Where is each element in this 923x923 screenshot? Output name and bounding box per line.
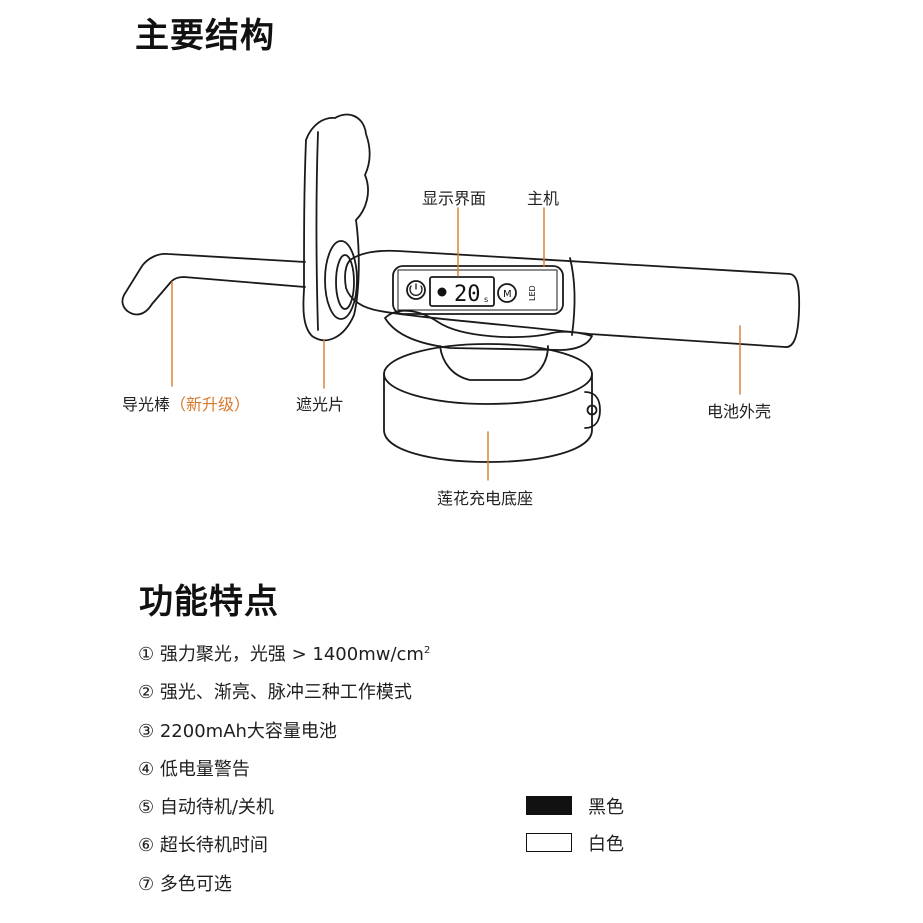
feature-item: ③ 2200mAh大容量电池 [138,720,337,742]
curing-light-diagram: 20 s M LED [121,113,801,481]
color-label-black: 黑色 [588,796,624,818]
label-light-guide-note: （新升级） [170,395,251,414]
structure-title: 主要结构 [135,16,275,56]
feature-list: ① 强力聚光，光强 > 1400mw/cm2 ② 强光、渐亮、脉冲三种工作模式 … [138,640,430,908]
lcd-screen [429,276,495,307]
color-options: 黑色 白色 [526,787,624,861]
color-label-white: 白色 [588,833,624,855]
feature-item: ⑤ 自动待机/关机 [138,797,274,819]
label-display: 显示界面 [422,189,487,208]
mode-key-label: M [503,289,512,300]
charging-base-top [383,343,593,405]
label-main-unit: 主机 [527,189,560,208]
lcd-value: 20 [454,282,481,307]
color-option-white: 白色 [526,824,624,861]
light-guide-rod [121,253,306,316]
features-title: 功能特点 [139,582,279,622]
color-swatch-black [526,796,572,815]
feature-item: ① 强力聚光，光强 > 1400mw/cm2 [138,644,431,665]
feature-item: ⑥ 超长待机时间 [138,835,268,857]
feature-superscript: 2 [423,645,431,656]
mode-button-icon [497,283,517,303]
feature-item: ② 强光、渐亮、脉冲三种工作模式 [138,682,412,704]
shield-ring [324,240,358,320]
power-button-icon [406,280,426,300]
base-neck [439,345,549,381]
light-shield [302,113,371,342]
label-light-shield: 遮光片 [296,395,345,414]
label-battery-shell: 电池外壳 [707,402,772,421]
led-label: LED [528,285,537,301]
label-charging-base: 莲花充电底座 [437,489,534,508]
label-light-guide-text: 导光棒 [122,395,171,414]
feature-item: ④ 低电量警告 [138,758,250,780]
lcd-unit: s [484,295,488,304]
color-swatch-white [526,833,572,852]
feature-item: ⑦ 多色可选 [138,873,232,895]
color-option-black: 黑色 [526,787,624,824]
display-panel [392,265,564,315]
label-light-guide: 导光棒（新升级） [122,391,250,415]
